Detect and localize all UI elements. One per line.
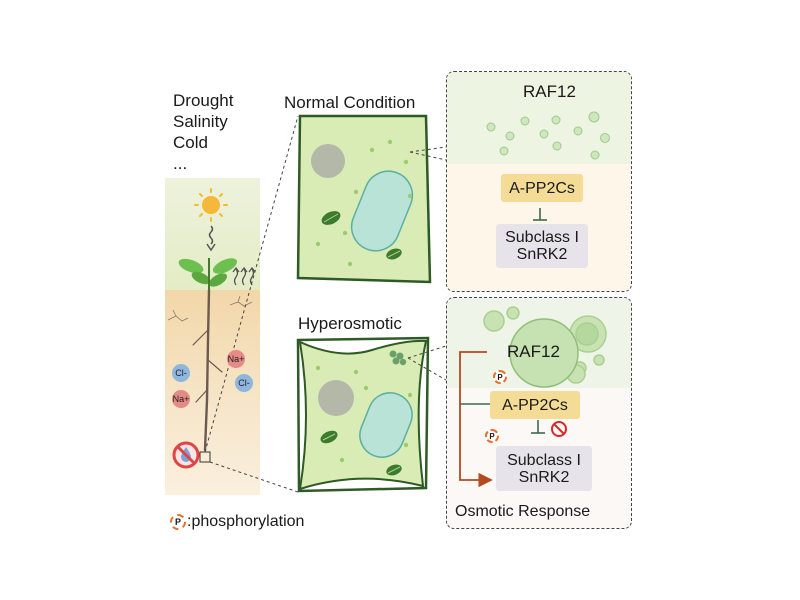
pp2c-box: A-PP2Cs [501,174,583,202]
no-water-icon [172,441,200,469]
raf-condensate-icon [389,350,407,366]
panel-zoom-lines [407,146,447,381]
chloride-ion-icon: Cl- [235,374,253,392]
phosphorylation-legend-icon: P [170,514,186,530]
chloride-ion-icon: Cl- [172,364,190,382]
raf12-label: RAF12 [507,342,560,361]
plant-leaves-icon [178,258,238,292]
stress-item: ... [173,154,188,173]
snrk2-box: Subclass I SnRK2 [496,446,592,491]
phosphorylation-icon: P [485,429,499,443]
raf12-condensate [509,318,579,388]
chloroplast-icon [386,464,402,476]
cytoplasm-region [447,72,631,164]
sun-icon [194,188,228,222]
raf-dispersed-icon [486,111,610,221]
vacuole [359,392,413,458]
normal-condition-title: Normal Condition [284,93,416,112]
normal-signaling-panel: RAF12 A-PP2Cs Subclass I SnRK2 [446,71,632,292]
nucleus [318,380,354,416]
sodium-ion-icon: Na+ [227,350,245,368]
blocked-icon [551,421,567,437]
chloroplast-icon [386,248,402,260]
light-arrow-icon [208,225,214,245]
stress-item: Salinity [173,112,228,131]
hyperosmotic-title: Hyperosmotic [298,314,402,333]
nucleus [311,144,345,178]
chloroplast-icon [320,430,338,444]
stress-item: Drought [173,91,234,110]
plant-root-icon [192,288,223,452]
normal-cell [296,114,432,284]
zoom-lines [204,115,299,493]
snrk2-line1: Subclass I [505,229,579,246]
snrk2-line2: SnRK2 [518,468,570,486]
plant-scene [165,178,260,495]
snrk2-box: Subclass I SnRK2 [496,224,588,268]
phosphorylation-legend-label: :phosphorylation [187,513,305,530]
sodium-ion-icon: Na+ [172,390,190,408]
chloroplast-icon [321,211,341,225]
hyperosmotic-signaling-panel: RAF12 A-PP2Cs Subclass I SnRK2 Osmotic R… [446,297,632,529]
soil-cracks [167,295,253,322]
stress-list: Drought Salinity Cold ... [173,90,233,174]
stress-item: Cold [173,133,208,152]
raf12-label: RAF12 [523,82,576,101]
pp2c-box: A-PP2Cs [490,391,580,419]
snrk2-line1: Subclass I [507,451,581,469]
evaporation-icon [232,266,256,286]
phosphorylation-icon: P [493,370,507,384]
activation-arrow [459,351,493,488]
vacuole [350,170,414,252]
hyperosmotic-cell [296,336,430,493]
raf-condensate-panel-icon [459,306,607,488]
osmotic-response-label: Osmotic Response [455,503,591,520]
snrk2-line2: SnRK2 [516,246,568,263]
